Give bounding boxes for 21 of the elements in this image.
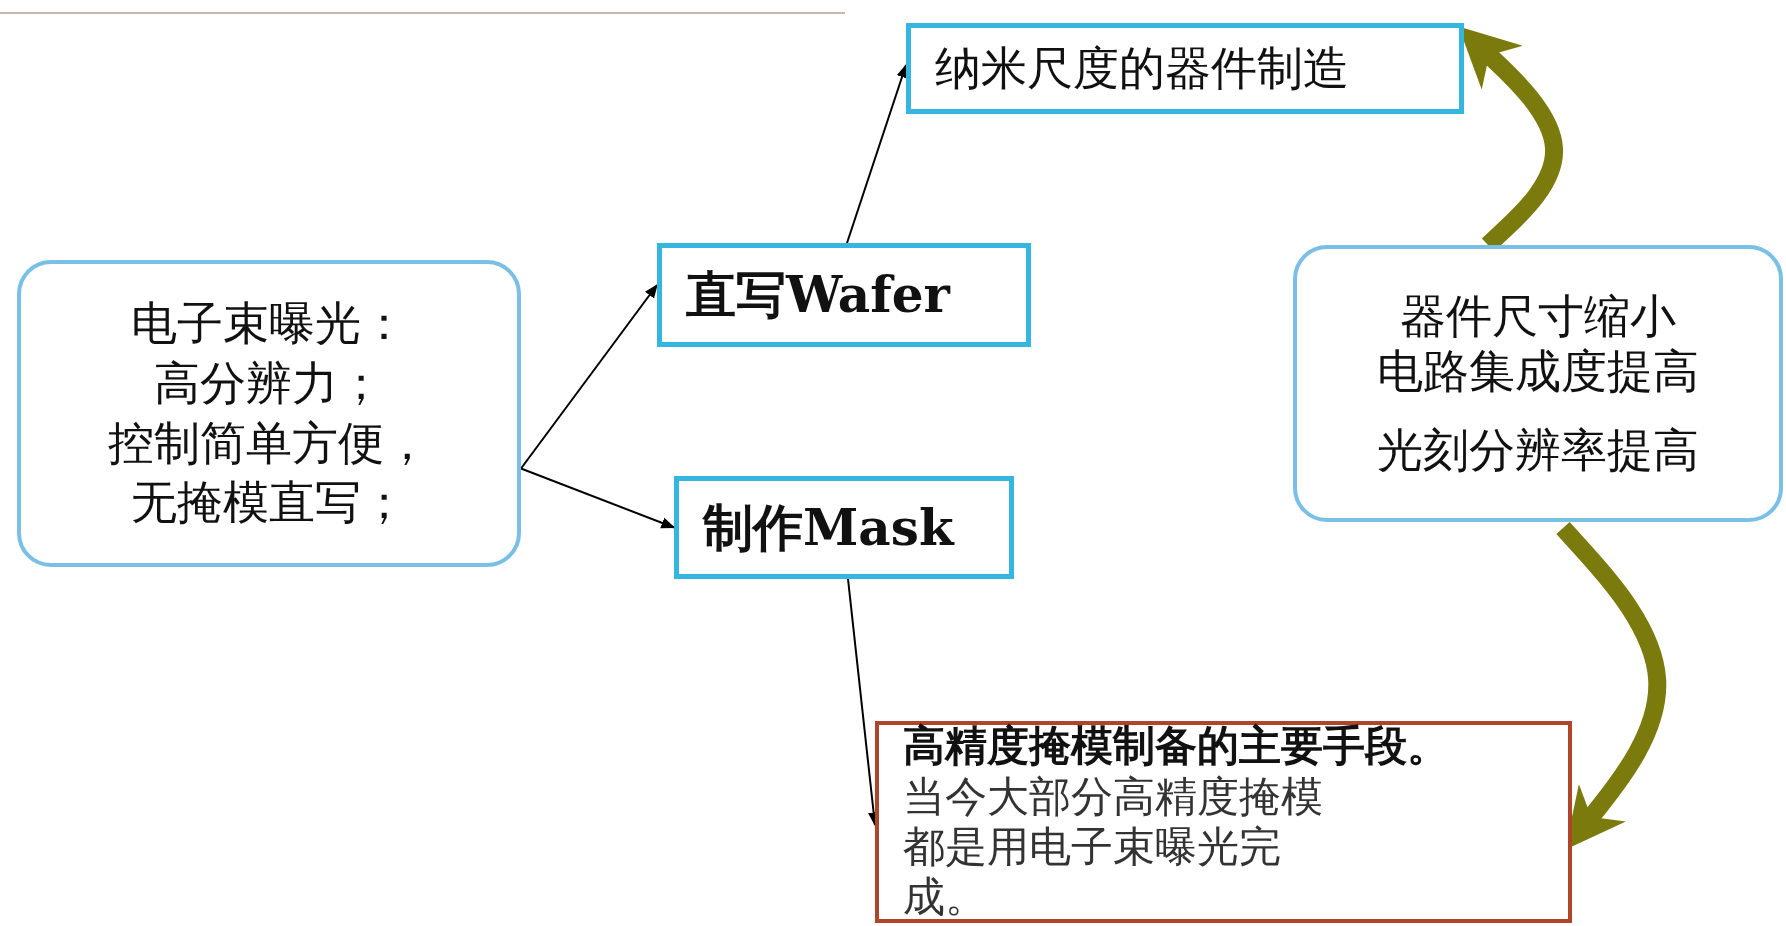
- node-text: 控制简单方便，: [108, 414, 430, 472]
- arrow: [846, 63, 908, 244]
- node-text: 光刻分辨率提高: [1377, 423, 1699, 479]
- node-text: 电子束曝光：: [131, 294, 407, 352]
- process-box: [657, 243, 1031, 347]
- node-text: 无掩模直写；: [131, 474, 407, 532]
- arrow: [520, 467, 676, 529]
- heading-text: 高精度掩模制备的主要手段。: [903, 721, 1449, 772]
- rounded-box: [17, 260, 521, 567]
- node-text: 电路集成度提高: [1377, 343, 1699, 400]
- node-text: 当今大部分高精度掩模都是用电子束曝光完成。: [903, 771, 1324, 923]
- highlight-box: [875, 721, 1572, 923]
- process-box: [906, 23, 1464, 114]
- node-text: 高分辨力；: [154, 354, 384, 412]
- node-text: 器件尺寸缩小: [1400, 288, 1676, 344]
- process-box: [674, 476, 1014, 579]
- rounded-box: [1293, 245, 1783, 522]
- arrow: [520, 283, 658, 470]
- node-text: 制作Mask: [703, 497, 954, 558]
- node-text: 纳米尺度的器件制造: [935, 40, 1349, 97]
- node-text: 直写Wafer: [686, 265, 950, 325]
